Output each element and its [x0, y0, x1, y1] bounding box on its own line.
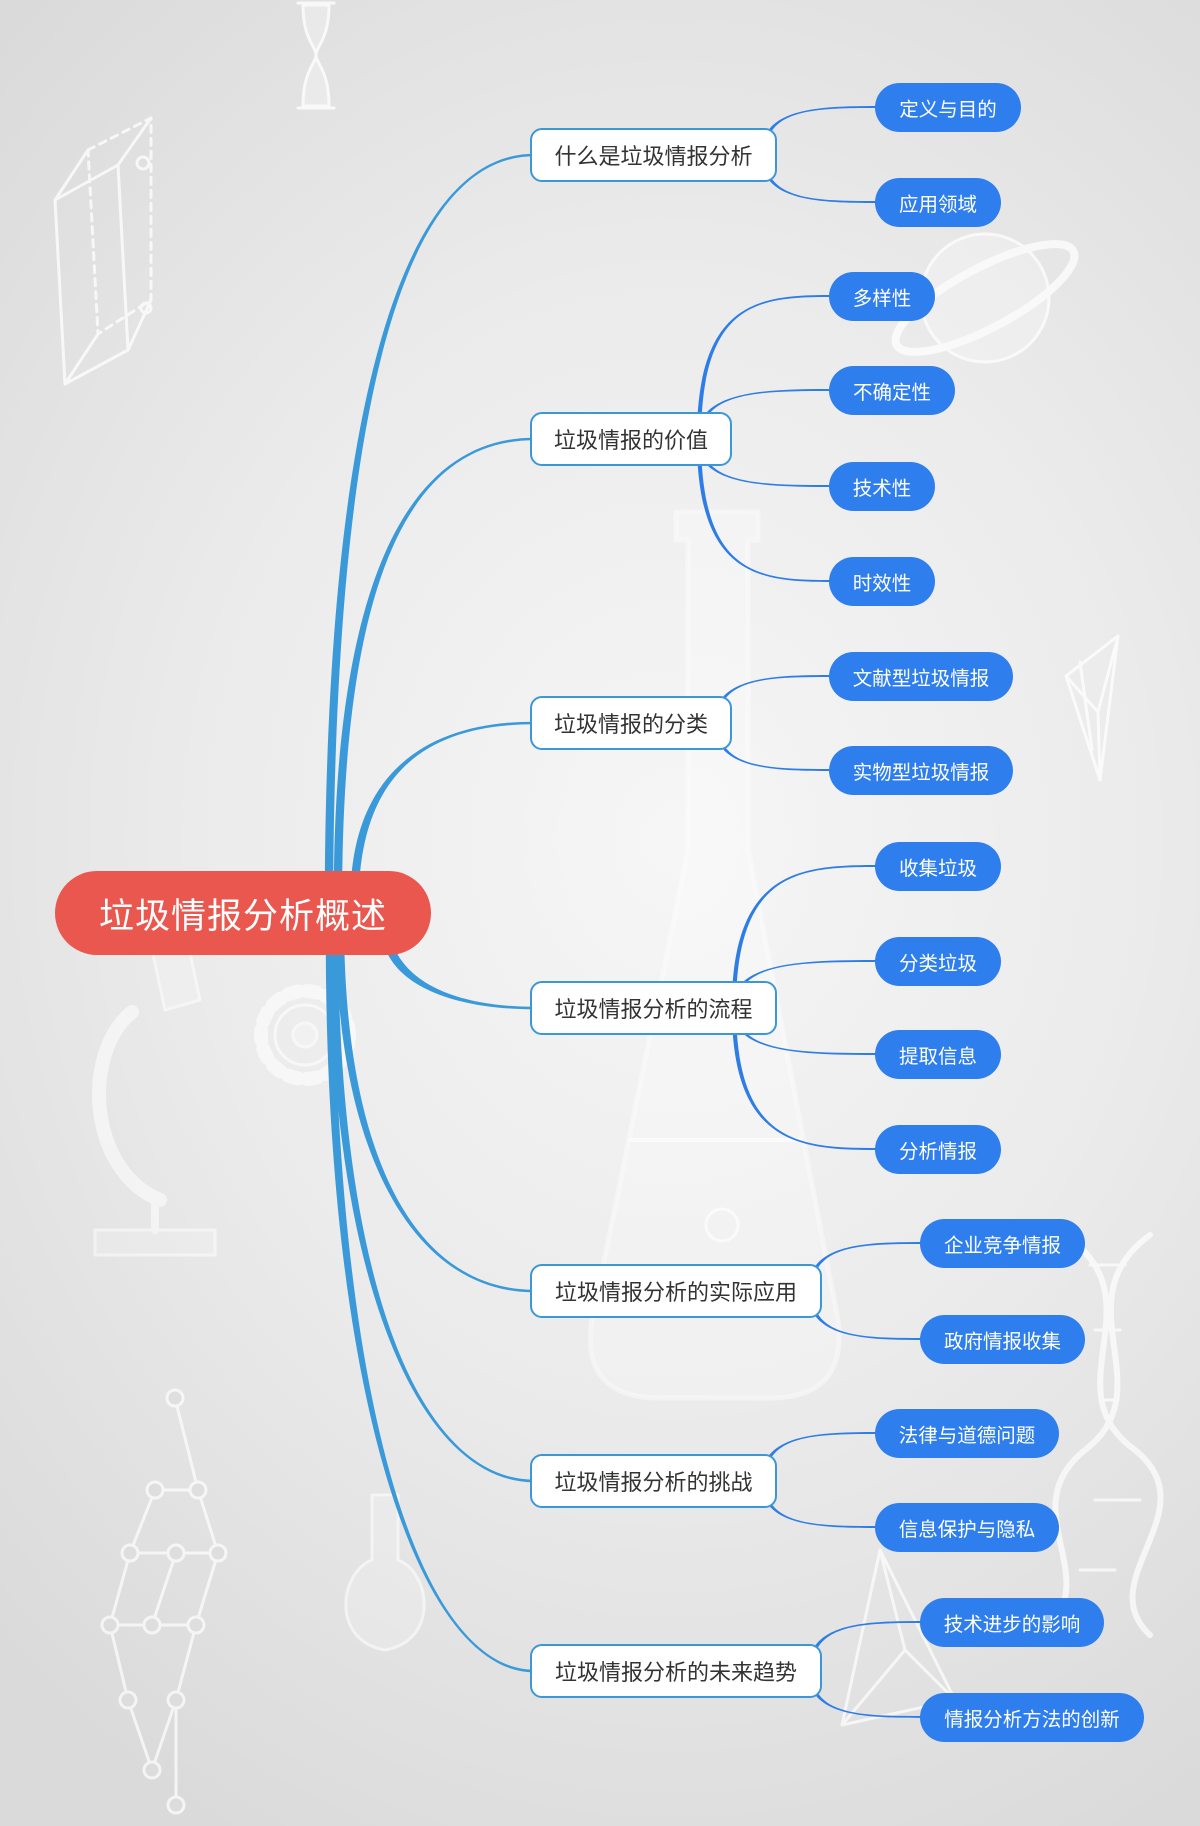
subtopic-5-1: 企业竞争情报: [920, 1219, 1085, 1268]
connector-branch-6-to-subtopic-6-1: [760, 1432, 883, 1481]
subtopic-4-1: 收集垃圾: [875, 842, 1001, 891]
connector-branch-1-to-subtopic-1-2: [760, 155, 883, 203]
branch-topic-6: 垃圾情报分析的挑战: [530, 1454, 777, 1508]
subtopic-4-3: 提取信息: [875, 1030, 1001, 1079]
branch-topic-5: 垃圾情报分析的实际应用: [530, 1264, 822, 1318]
subtopic-1-1: 定义与目的: [875, 83, 1021, 132]
prism-decoration: [1064, 634, 1120, 782]
branch-topic-7: 垃圾情报分析的未来趋势: [530, 1644, 822, 1698]
connector-root-to-branch-1: [324, 153, 534, 885]
connector-branch-3-to-subtopic-3-2: [713, 723, 837, 771]
subtopic-2-4: 时效性: [829, 557, 935, 606]
connector-root-to-branch-6: [329, 941, 534, 1483]
connector-branch-6-to-subtopic-6-2: [760, 1481, 883, 1528]
cube-wireframe-decoration: [53, 116, 153, 386]
subtopic-7-1: 技术进步的影响: [920, 1598, 1104, 1647]
subtopic-1-2: 应用领域: [875, 178, 1001, 227]
subtopic-4-2: 分类垃圾: [875, 937, 1001, 986]
connector-root-to-branch-2: [333, 437, 534, 885]
subtopic-6-1: 法律与道德问题: [875, 1409, 1059, 1458]
subtopic-3-2: 实物型垃圾情报: [829, 746, 1013, 795]
connector-branch-5-to-subtopic-5-1: [807, 1242, 928, 1291]
subtopic-7-2: 情报分析方法的创新: [920, 1693, 1144, 1742]
subtopic-5-2: 政府情报收集: [920, 1315, 1085, 1364]
connector-branch-7-to-subtopic-7-1: [807, 1621, 928, 1671]
connector-root-to-branch-7: [325, 941, 534, 1673]
connector-root-to-branch-5: [335, 940, 534, 1293]
connector-branch-5-to-subtopic-5-2: [807, 1291, 928, 1340]
branch-topic-2: 垃圾情报的价值: [530, 412, 732, 466]
branch-topic-3: 垃圾情报的分类: [530, 696, 732, 750]
subtopic-3-1: 文献型垃圾情报: [829, 652, 1013, 701]
dna-helix-decoration: [1037, 1232, 1164, 1638]
branch-topic-1: 什么是垃圾情报分析: [530, 128, 777, 182]
connector-branch-1-to-subtopic-1-1: [760, 106, 883, 155]
round-flask-decoration: [344, 1493, 426, 1652]
connector-branch-7-to-subtopic-7-2: [807, 1671, 928, 1718]
branch-topic-4: 垃圾情报分析的流程: [530, 981, 777, 1035]
connector-root-to-branch-4: [386, 947, 534, 1010]
subtopic-6-2: 信息保护与隐私: [875, 1503, 1059, 1552]
root-topic: 垃圾情报分析概述: [55, 871, 431, 955]
subtopic-2-2: 不确定性: [829, 366, 955, 415]
molecule-network-decoration: [100, 1388, 228, 1815]
flask-decoration: [588, 509, 842, 1401]
subtopic-2-3: 技术性: [829, 462, 935, 511]
hourglass-decoration: [296, 1, 336, 110]
connector-root-to-branch-3: [350, 721, 534, 886]
connector-branch-3-to-subtopic-3-1: [713, 675, 837, 723]
subtopic-2-1: 多样性: [829, 272, 935, 321]
subtopic-4-4: 分析情报: [875, 1125, 1001, 1174]
